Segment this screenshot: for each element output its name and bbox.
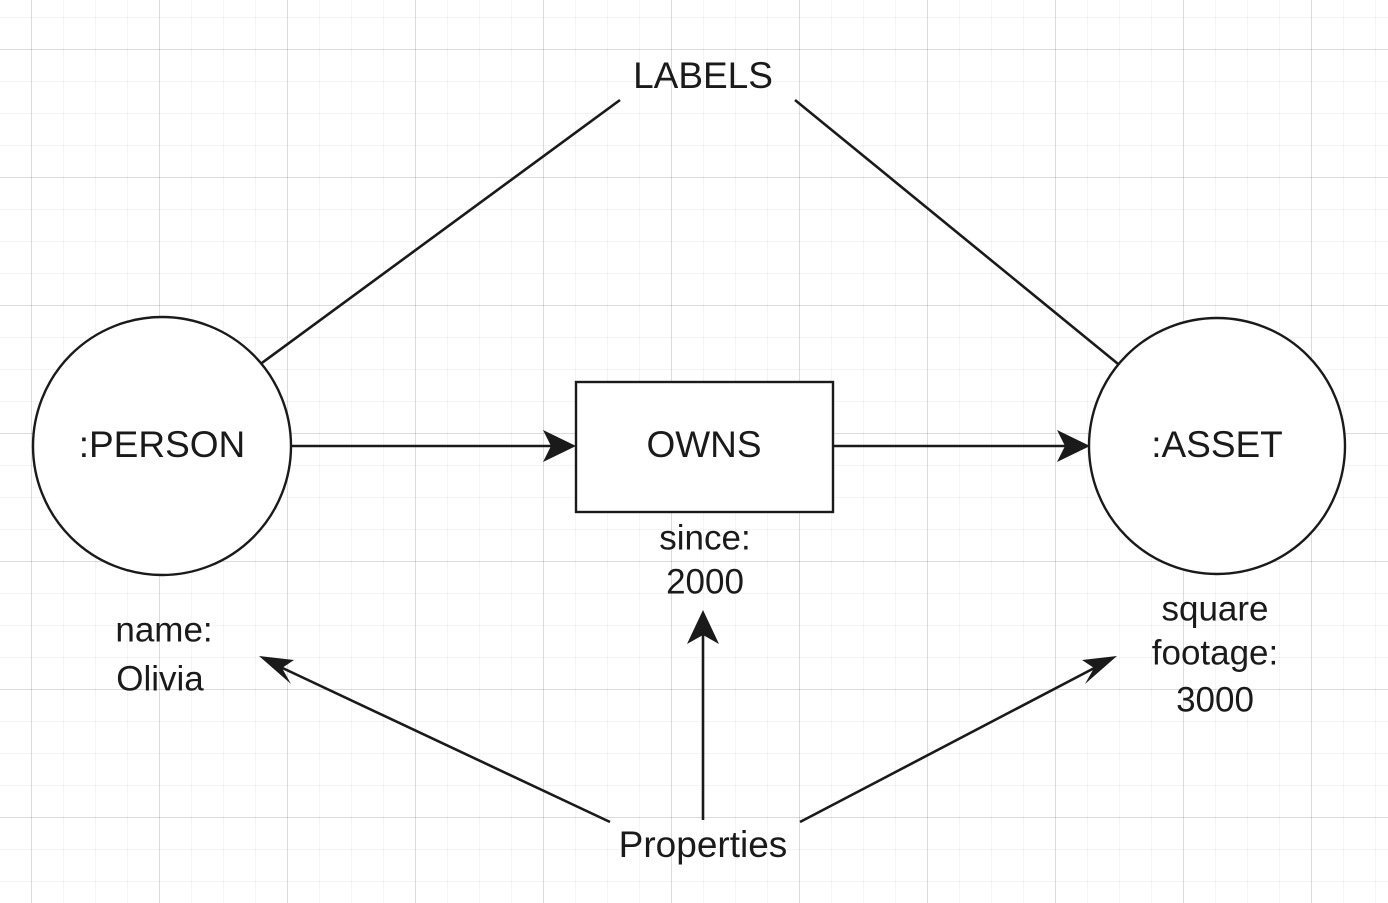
node-owns-label: OWNS <box>646 424 761 465</box>
node-owns-rect <box>574 380 835 514</box>
relationship-person-owns[interactable] <box>292 430 576 462</box>
node-asset[interactable] <box>1087 316 1347 576</box>
callout-properties-person-arrowhead <box>259 656 294 684</box>
callout-properties-to-person[interactable] <box>259 656 611 824</box>
annotation-properties: Properties <box>619 824 788 865</box>
callout-properties-asset-line <box>799 662 1103 824</box>
annotation-labels: LABELS <box>633 55 773 96</box>
property-owns-line-0: since: <box>659 518 750 557</box>
property-person: name: Olivia <box>115 610 212 698</box>
node-asset-label: :ASSET <box>1151 424 1283 465</box>
property-owns-line-1: 2000 <box>666 562 744 601</box>
node-person[interactable] <box>31 315 293 577</box>
callout-properties-to-owns[interactable] <box>687 610 719 820</box>
property-asset-line-2: 3000 <box>1176 680 1254 719</box>
property-asset-line-0: square <box>1161 589 1268 628</box>
relationship-owns-asset-arrowhead <box>1057 430 1090 462</box>
property-asset-line-1: footage: <box>1152 633 1279 672</box>
relationship-person-owns-arrowhead <box>543 430 576 462</box>
property-asset: square footage: 3000 <box>1152 589 1279 719</box>
node-person-label: :PERSON <box>79 424 246 465</box>
node-person-circle <box>31 315 293 577</box>
property-person-line-1: Olivia <box>116 659 204 698</box>
callout-properties-asset-arrowhead <box>1082 656 1117 684</box>
callout-properties-to-asset[interactable] <box>799 656 1117 824</box>
relationship-owns-asset[interactable] <box>833 430 1090 462</box>
property-owns: since: 2000 <box>659 518 750 601</box>
callout-properties-owns-arrowhead <box>687 610 719 644</box>
node-owns[interactable] <box>574 380 835 514</box>
node-asset-circle <box>1087 316 1347 576</box>
callout-properties-person-line <box>273 662 611 824</box>
property-person-line-0: name: <box>115 610 212 649</box>
callout-labels-asset-line <box>794 98 1173 410</box>
callout-labels-person-line <box>205 98 621 406</box>
